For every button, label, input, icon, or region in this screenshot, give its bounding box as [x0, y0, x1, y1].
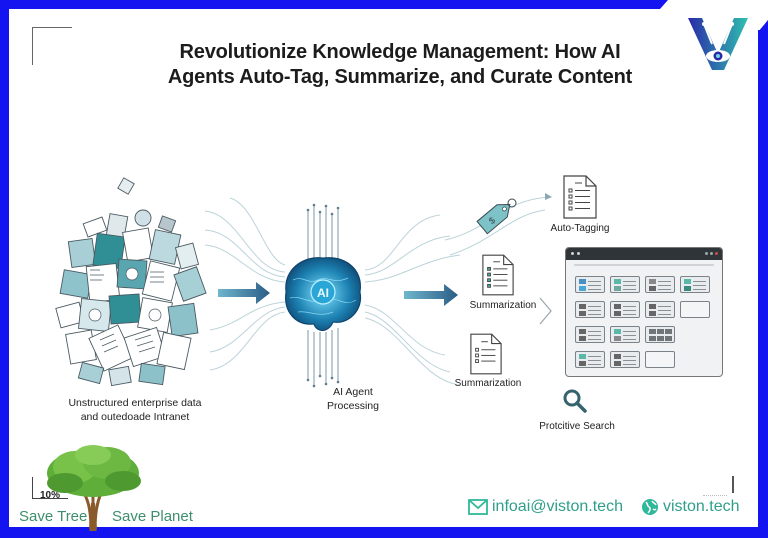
dashboard-card-empty — [645, 351, 675, 368]
ai-brain-icon: AI — [278, 203, 368, 388]
corner-bracket — [32, 27, 72, 65]
save-tree-text: Save Tree — [19, 508, 88, 525]
envelope-icon — [468, 499, 488, 515]
dashboard-card — [575, 276, 605, 293]
website-text: viston.tech — [663, 498, 740, 515]
document-cluster-icon — [55, 177, 207, 387]
dashboard-card — [610, 301, 640, 318]
frame-left-border — [0, 0, 9, 538]
frame-notch-slant — [660, 0, 668, 9]
dashboard-card-empty — [680, 301, 710, 318]
save-planet-text: Save Planet — [112, 508, 193, 525]
frame-bottom-border — [0, 527, 768, 538]
email-link[interactable]: infoai@viston.tech — [468, 498, 623, 516]
frame-top-border — [0, 0, 768, 9]
dashboard-grid — [575, 276, 710, 368]
dashboard-card — [610, 326, 640, 343]
dashboard-card — [680, 276, 710, 293]
page-title: Revolutionize Knowledge Management: How … — [150, 40, 650, 90]
dashboard-card — [575, 326, 605, 343]
v-eye-logo-icon — [688, 18, 748, 70]
tree-icon — [47, 445, 141, 531]
footer-bracket — [32, 477, 68, 499]
checklist-document-icon — [470, 333, 502, 375]
summarization-label: Summarization — [469, 300, 537, 311]
browser-dashboard-icon — [565, 247, 723, 377]
svg-text:AI: AI — [317, 286, 329, 300]
frame-right-notch — [758, 0, 768, 30]
title-line-1: Revolutionize Knowledge Management: How … — [179, 41, 621, 63]
dashboard-card — [575, 301, 605, 318]
arrow-right-icon — [404, 284, 458, 306]
website-link[interactable]: viston.tech — [641, 498, 739, 516]
processor-label: AI Agent Processing — [327, 386, 379, 412]
email-text: infoai@viston.tech — [492, 498, 623, 515]
dashboard-spacer — [680, 326, 710, 343]
arrow-right-icon — [218, 282, 270, 304]
browser-title-bar — [566, 248, 722, 260]
checklist-document-icon — [563, 175, 597, 219]
frame-right-notch-slant — [758, 20, 768, 32]
footer-vertical-bar — [732, 476, 734, 493]
dashboard-card — [645, 276, 675, 293]
frame-notch — [660, 0, 768, 9]
dashboard-card — [645, 301, 675, 318]
title-line-2: Agents Auto-Tag, Summarize, and Curate C… — [167, 66, 633, 88]
svg-text:$: $ — [487, 215, 497, 226]
summarization-label: Summarization — [454, 378, 522, 389]
frame-right-border — [758, 0, 768, 538]
dashboard-card-tiles — [645, 326, 675, 343]
dashboard-card — [610, 351, 640, 368]
magnifier-icon — [563, 389, 587, 413]
dashboard-card — [575, 351, 605, 368]
price-tag-icon: $ — [476, 198, 517, 235]
checklist-document-icon — [482, 254, 514, 296]
source-label: Unstructured enterprise data and outedoa… — [68, 397, 202, 423]
globe-icon — [642, 499, 658, 515]
dotted-rule — [703, 495, 727, 496]
auto-tagging-label: Auto-Tagging — [550, 223, 610, 234]
search-label: Protcitive Search — [539, 421, 615, 432]
dashboard-card — [610, 276, 640, 293]
browser-address-bar — [566, 260, 722, 269]
percent-label: 10% — [40, 490, 61, 501]
